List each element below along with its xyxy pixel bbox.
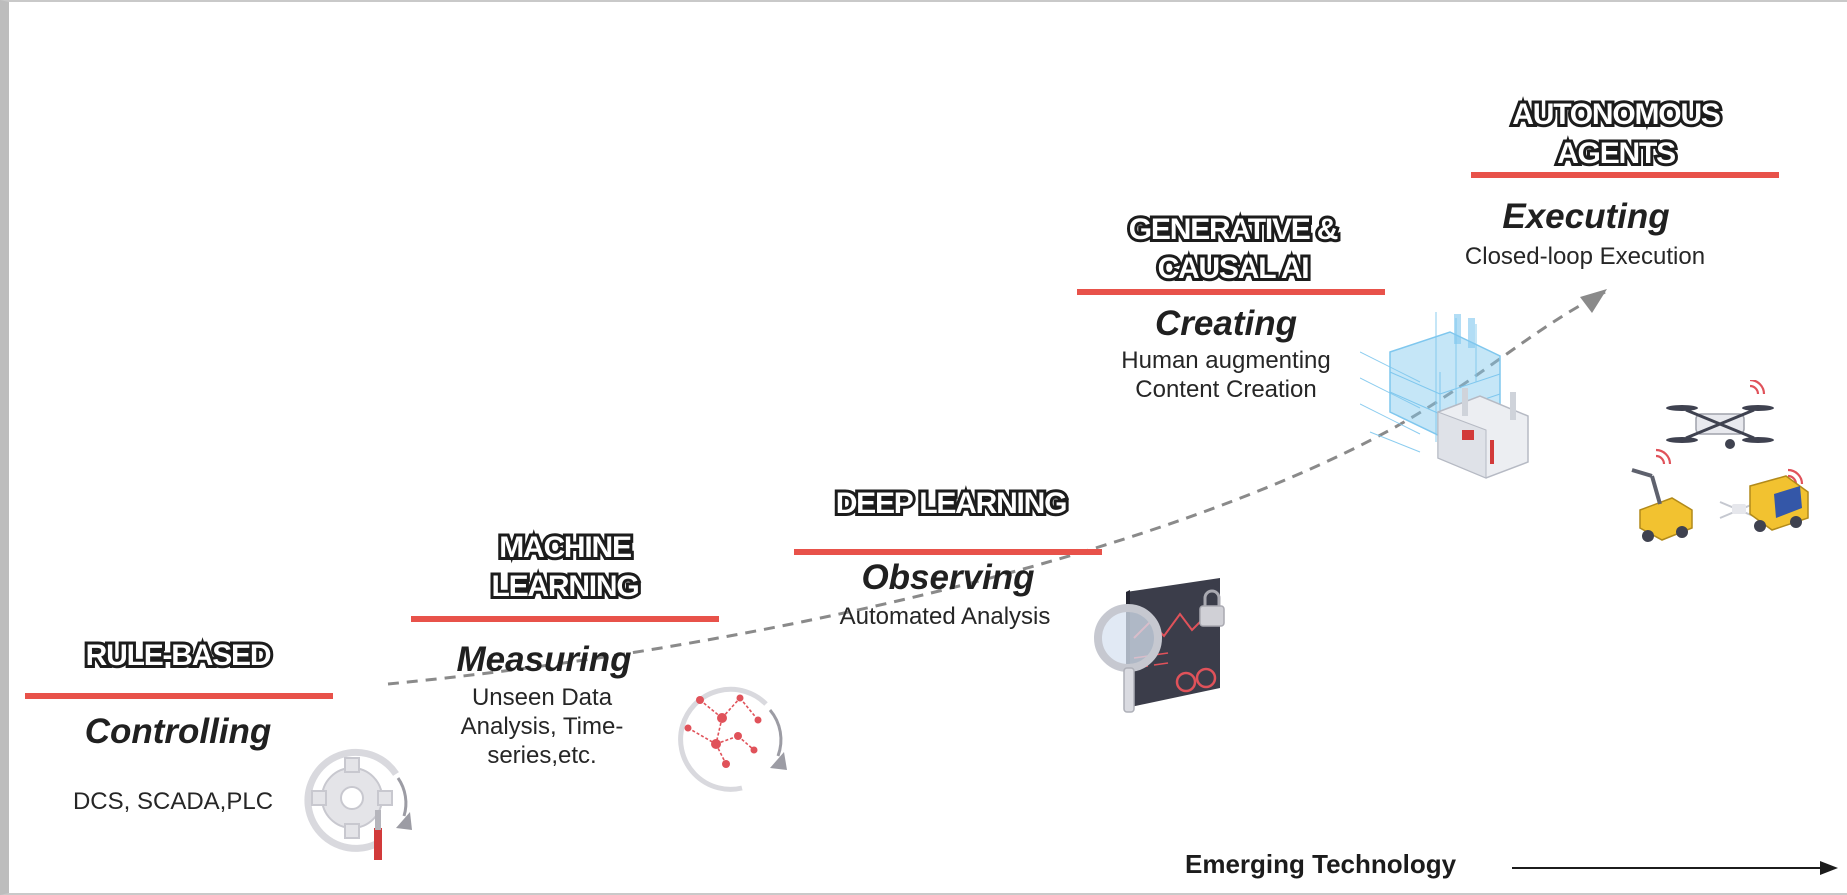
- stage-4-desc-line2: Content Creation: [1135, 376, 1317, 403]
- stage-2-desc: Unseen Data Analysis, Time- series,etc.: [412, 683, 672, 770]
- stage-4-desc-line1: Human augmenting: [1121, 347, 1331, 374]
- stage-3-verb: Observing: [861, 558, 1035, 597]
- digital-twin-factory-icon: [1360, 312, 1529, 479]
- robot-vehicle-icon: [1749, 475, 1809, 532]
- stage-2-desc-line3: series,etc.: [487, 742, 597, 769]
- magnifier-dashboard-lock-icon: [1094, 578, 1225, 713]
- stage-3-title: DEEP LEARNING: [833, 484, 1071, 523]
- stage-5-desc: Closed-loop Execution: [1464, 243, 1706, 270]
- axis-label: Emerging Technology: [1185, 849, 1457, 879]
- stage-3-desc: Automated Analysis: [839, 603, 1051, 630]
- drones-robots-icon: [1631, 380, 1809, 542]
- gear-wrench-cycle-icon: [304, 748, 412, 860]
- drone-icon: [1666, 405, 1774, 449]
- stage-4-rule: [1077, 289, 1385, 295]
- stage-2-verb: Measuring: [456, 640, 632, 679]
- stage-4-verb: Creating: [1155, 304, 1297, 343]
- stage-1-title: RULE-BASED: [83, 636, 275, 675]
- robot-arm-vehicle-icon: [1631, 468, 1693, 542]
- stage-1-rule: [25, 693, 333, 699]
- stage-4-title: GENERATIVE &CAUSAL AI: [1126, 210, 1342, 288]
- stage-1-desc: DCS, SCADA,PLC: [72, 788, 274, 815]
- network-graph-cycle-icon: [678, 686, 787, 792]
- axis-arrow-head: [1820, 861, 1838, 875]
- stage-2-desc-line2: Analysis, Time-: [460, 713, 624, 740]
- stage-4-desc: Human augmenting Content Creation: [1076, 346, 1376, 404]
- curve-arrowhead: [1580, 289, 1607, 313]
- growth-curve-path: [387, 290, 1606, 686]
- stage-2-desc-line1: Unseen Data: [471, 684, 613, 711]
- stage-2-rule: [411, 616, 719, 622]
- stage-1-verb: Controlling: [84, 712, 272, 751]
- stage-5-verb: Executing: [1502, 197, 1670, 236]
- stage-3-rule: [794, 549, 1102, 555]
- stage-5-rule: [1471, 172, 1779, 178]
